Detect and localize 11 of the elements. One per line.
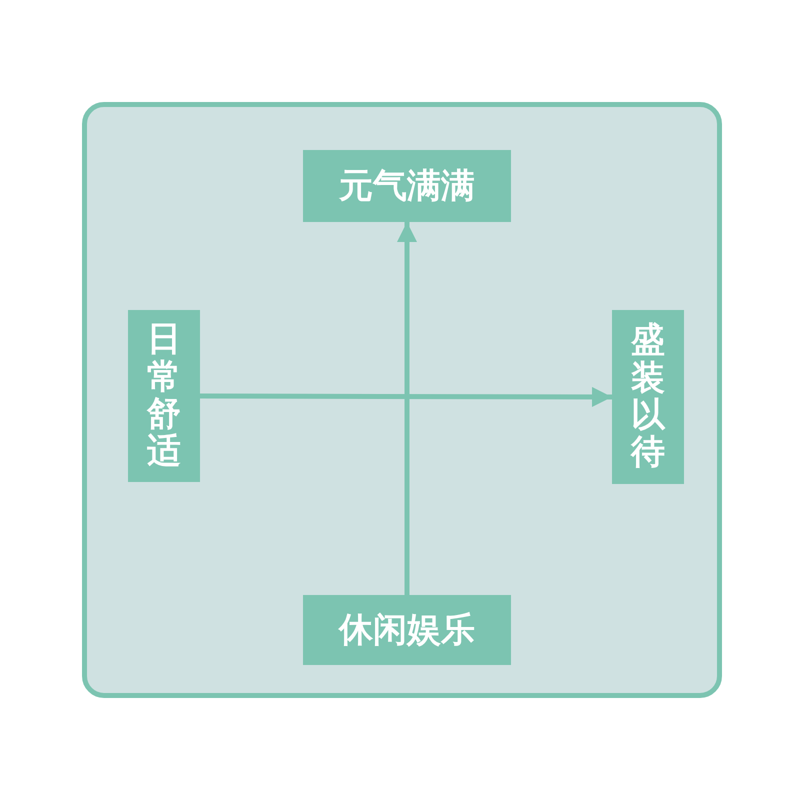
category-box [612,310,684,484]
category-box [303,150,511,222]
panel-background [82,102,722,698]
category-box [128,310,200,482]
axis-arrow [200,386,612,407]
category-label: 日常舒适 [147,321,181,471]
category-label: 盛装以待 [631,322,665,472]
category-label: 休闲娱乐 [339,609,475,652]
axis-arrow [397,222,417,595]
category-label: 元气满满 [339,165,475,208]
category-box [303,595,511,665]
